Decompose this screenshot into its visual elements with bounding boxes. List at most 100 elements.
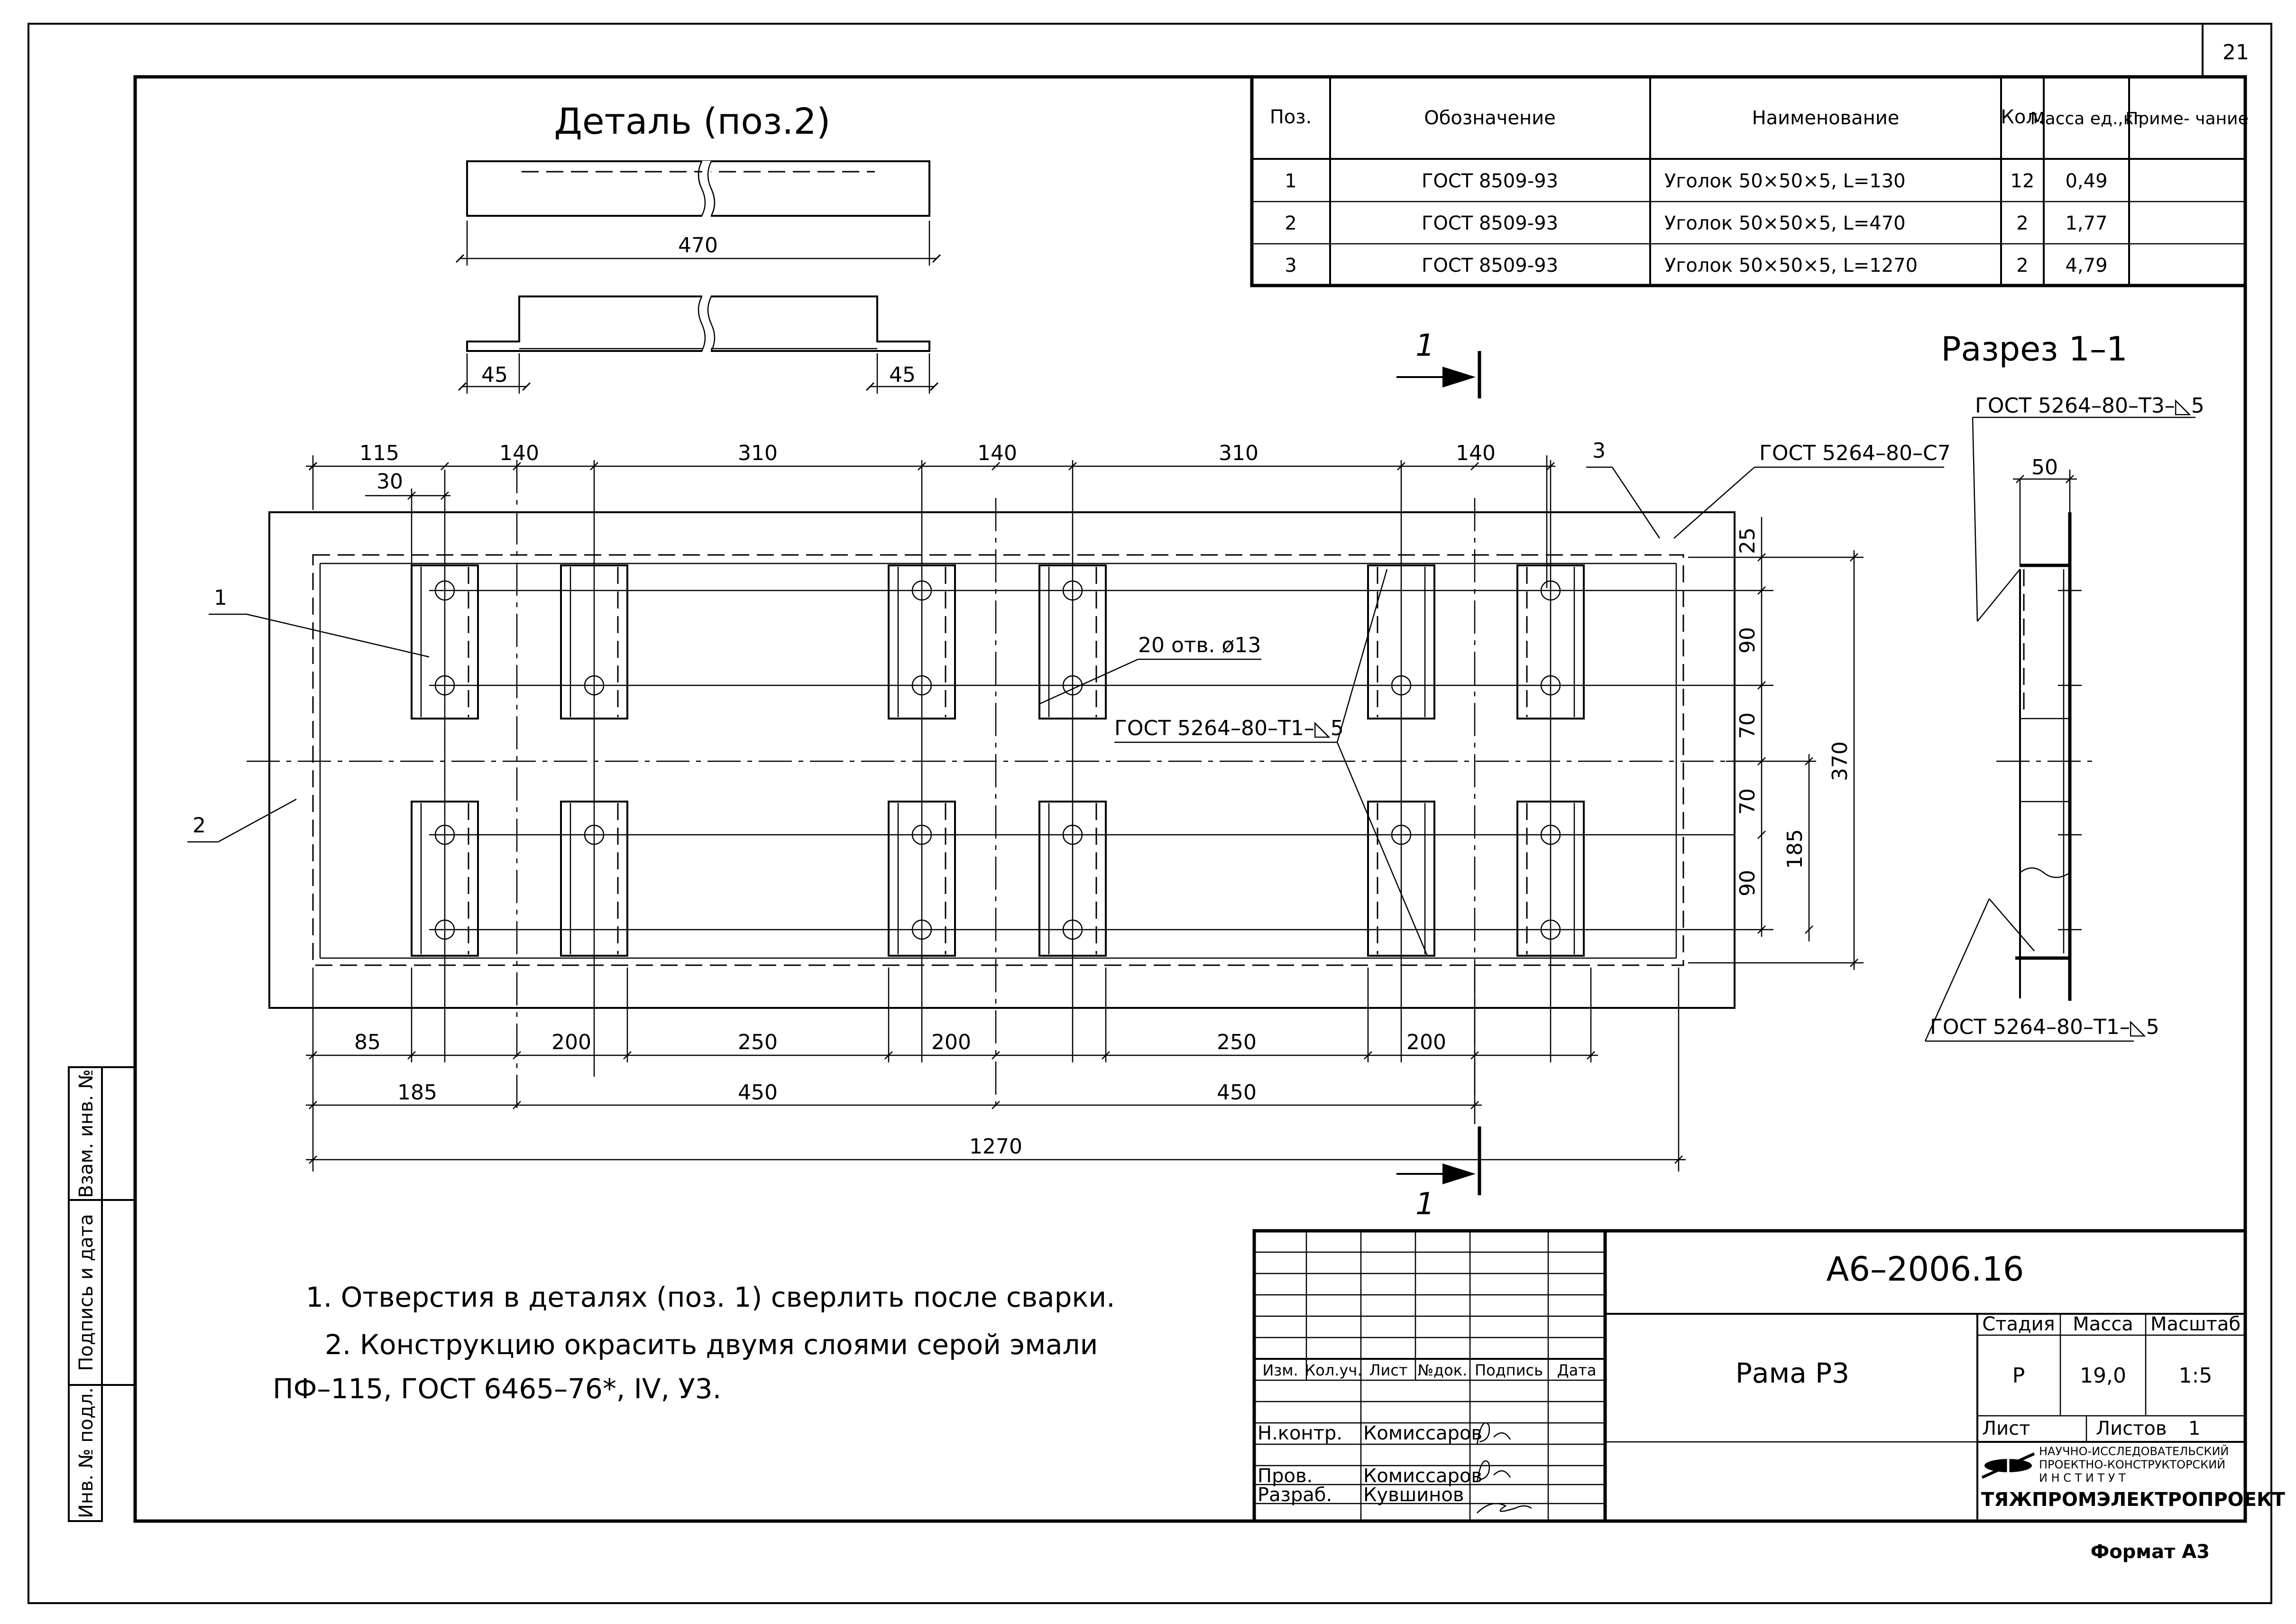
dim-bottom: 200 — [931, 1030, 971, 1054]
section-mark-top: 1 — [1415, 328, 1435, 363]
tb-name: Кувшинов — [1363, 1484, 1464, 1506]
detail-title: Деталь (поз.2) — [554, 100, 831, 142]
dim-bottom: 250 — [1217, 1030, 1257, 1054]
spec-cell: ГОСТ 8509-93 — [1422, 212, 1558, 234]
note-3: ПФ–115, ГОСТ 6465–76*, IV, У3. — [273, 1373, 721, 1405]
section-title: Разрез 1–1 — [1941, 330, 2127, 369]
dim-bottom: 200 — [1406, 1030, 1446, 1054]
signature-mark — [1476, 1460, 1511, 1483]
bracket-row-top — [411, 564, 1585, 720]
spec-cell: 1,77 — [2065, 212, 2107, 234]
bracket-row-bottom — [411, 801, 1585, 957]
tb-col-header: Лист — [1369, 1361, 1407, 1379]
detail-dim-left: 45 — [481, 363, 508, 387]
spec-row: 3 ГОСТ 8509-93 Уголок 50×50×5, L=1270 2 … — [1285, 255, 2107, 277]
format-label: Формат А3 — [2091, 1541, 2210, 1563]
top-dimensions: 115 140 310 140 310 140 30 — [306, 441, 1555, 588]
dim-top: 140 — [977, 441, 1017, 465]
section-weld-top: ГОСТ 5264–80–Т3–◺5 — [1975, 394, 2204, 418]
tb-col-header: Дата — [1557, 1361, 1597, 1379]
tb-role: Пров. — [1258, 1465, 1313, 1487]
spec-header-designation: Обозначение — [1424, 107, 1556, 129]
tb-col-header: №док. — [1418, 1361, 1467, 1379]
doc-code: А6–2006.16 — [1827, 1250, 2024, 1289]
section-view: Разрез 1–1 ГОСТ 5264–80–Т3–◺5 50 ГОСТ 52… — [1924, 330, 2204, 1042]
holes — [429, 460, 1864, 1077]
side-stamp-replace: Взам. инв. № — [75, 1069, 97, 1198]
org-line: И Н С Т И Т У Т — [2039, 1471, 2126, 1485]
org-line: НАУЧНО-ИССЛЕДОВАТЕЛЬСКИЙ — [2039, 1444, 2229, 1458]
spec-header-pos: Поз. — [1270, 106, 1312, 128]
dim-bottom-2: 450 — [1217, 1080, 1257, 1105]
spec-cell: 1 — [1285, 170, 1296, 192]
spec-cell: Уголок 50×50×5, L=470 — [1664, 212, 1906, 234]
side-stamp-signature: Подпись и дата — [75, 1214, 97, 1371]
dim-right: 70 — [1736, 712, 1760, 739]
dim-bottom: 85 — [354, 1030, 381, 1054]
spec-row: 1 ГОСТ 8509-93 Уголок 50×50×5, L=130 12 … — [1285, 170, 2107, 192]
dim-bottom: 250 — [738, 1030, 778, 1054]
tb-col-header: Кол.уч. — [1305, 1361, 1362, 1379]
tb-role: Разраб. — [1258, 1484, 1332, 1506]
dim-top: 310 — [738, 441, 778, 465]
spec-cell: 4,79 — [2065, 255, 2107, 277]
spec-cell: 2 — [1285, 212, 1296, 234]
org-name: ТЯЖПРОМЭЛЕКТРОПРОЕКТ — [1981, 1489, 2286, 1511]
sheets-label: Листов — [2096, 1418, 2167, 1439]
plan-view: 115 140 310 140 310 140 30 85 200 — [187, 328, 1951, 1222]
spec-cell: 12 — [2011, 170, 2035, 192]
detail-dim-right: 45 — [889, 363, 916, 387]
right-dimensions: 25 90 70 70 90 185 370 — [1726, 517, 1858, 970]
scale-value: 1:5 — [2179, 1364, 2213, 1388]
tb-name: Комиссаров — [1363, 1422, 1482, 1444]
side-stamp: Взам. инв. № Подпись и дата Инв. № подл. — [68, 1066, 135, 1522]
dim-right: 90 — [1736, 627, 1760, 654]
dim-right: 70 — [1736, 788, 1760, 815]
spec-header-note: Приме- чание — [2125, 109, 2248, 129]
pos-label-1: 1 — [214, 586, 227, 610]
dim-right-185: 185 — [1783, 829, 1807, 869]
org-line: ПРОЕКТНО-КОНСТРУКТОРСКИЙ — [2039, 1458, 2225, 1471]
scale-label: Масштаб — [2150, 1313, 2241, 1335]
detail-dim-length: 470 — [678, 233, 718, 258]
spec-cell: 0,49 — [2065, 170, 2107, 192]
title-block: Изм. Кол.уч. Лист №док. Подпись Дата Н.к… — [1252, 1229, 2286, 1523]
dim-bottom-2: 450 — [738, 1080, 778, 1105]
page-number: 21 — [2223, 40, 2249, 65]
dim-top: 310 — [1219, 441, 1258, 465]
dim-right: 25 — [1736, 527, 1760, 554]
spec-cell: 2 — [2016, 212, 2028, 234]
spec-header-mass: Масса ед.,кг — [2030, 109, 2143, 129]
dim-top: 140 — [1456, 441, 1496, 465]
section-marks: 1 1 — [1396, 328, 1481, 1222]
spec-header-qty: Кол. — [2001, 106, 2044, 128]
holes-note: 20 отв. ø13 — [1138, 633, 1261, 657]
tb-name: Комиссаров — [1363, 1465, 1482, 1487]
outer-border — [28, 23, 2272, 1604]
dim-right: 90 — [1736, 870, 1760, 896]
dim-30: 30 — [377, 470, 403, 494]
section-mark-bottom: 1 — [1415, 1187, 1435, 1222]
stage-label: Стадия — [1982, 1313, 2055, 1335]
sheet-label: Лист — [1982, 1418, 2030, 1439]
weld-t1-note: ГОСТ 5264–80–Т1–◺5 — [1114, 716, 1344, 740]
mass-value: 19,0 — [2080, 1364, 2126, 1388]
section-dim-50: 50 — [2031, 455, 2058, 480]
dim-top: 115 — [359, 441, 399, 465]
side-stamp-inventory: Инв. № подл. — [75, 1387, 97, 1518]
spec-cell: 2 — [2016, 255, 2028, 277]
dim-bottom-2: 185 — [397, 1080, 437, 1105]
section-weld-bottom: ГОСТ 5264–80–Т1–◺5 — [1930, 1015, 2159, 1039]
frame-outline — [268, 511, 1736, 1009]
detail-view: Деталь (поз.2) 470 45 45 — [455, 100, 941, 394]
notes: 1. Отверстия в деталях (поз. 1) сверлить… — [273, 1281, 1115, 1405]
inner-frame — [133, 75, 2247, 1523]
sheets-count: 1 — [2188, 1418, 2200, 1439]
dim-right-370: 370 — [1828, 741, 1852, 781]
weld-c7-note: ГОСТ 5264–80–С7 — [1759, 441, 1951, 465]
spec-cell: ГОСТ 8509-93 — [1422, 255, 1558, 277]
org-logo — [1981, 1451, 2035, 1480]
stage-value: Р — [2012, 1364, 2025, 1388]
tb-role: Н.контр. — [1258, 1422, 1342, 1444]
